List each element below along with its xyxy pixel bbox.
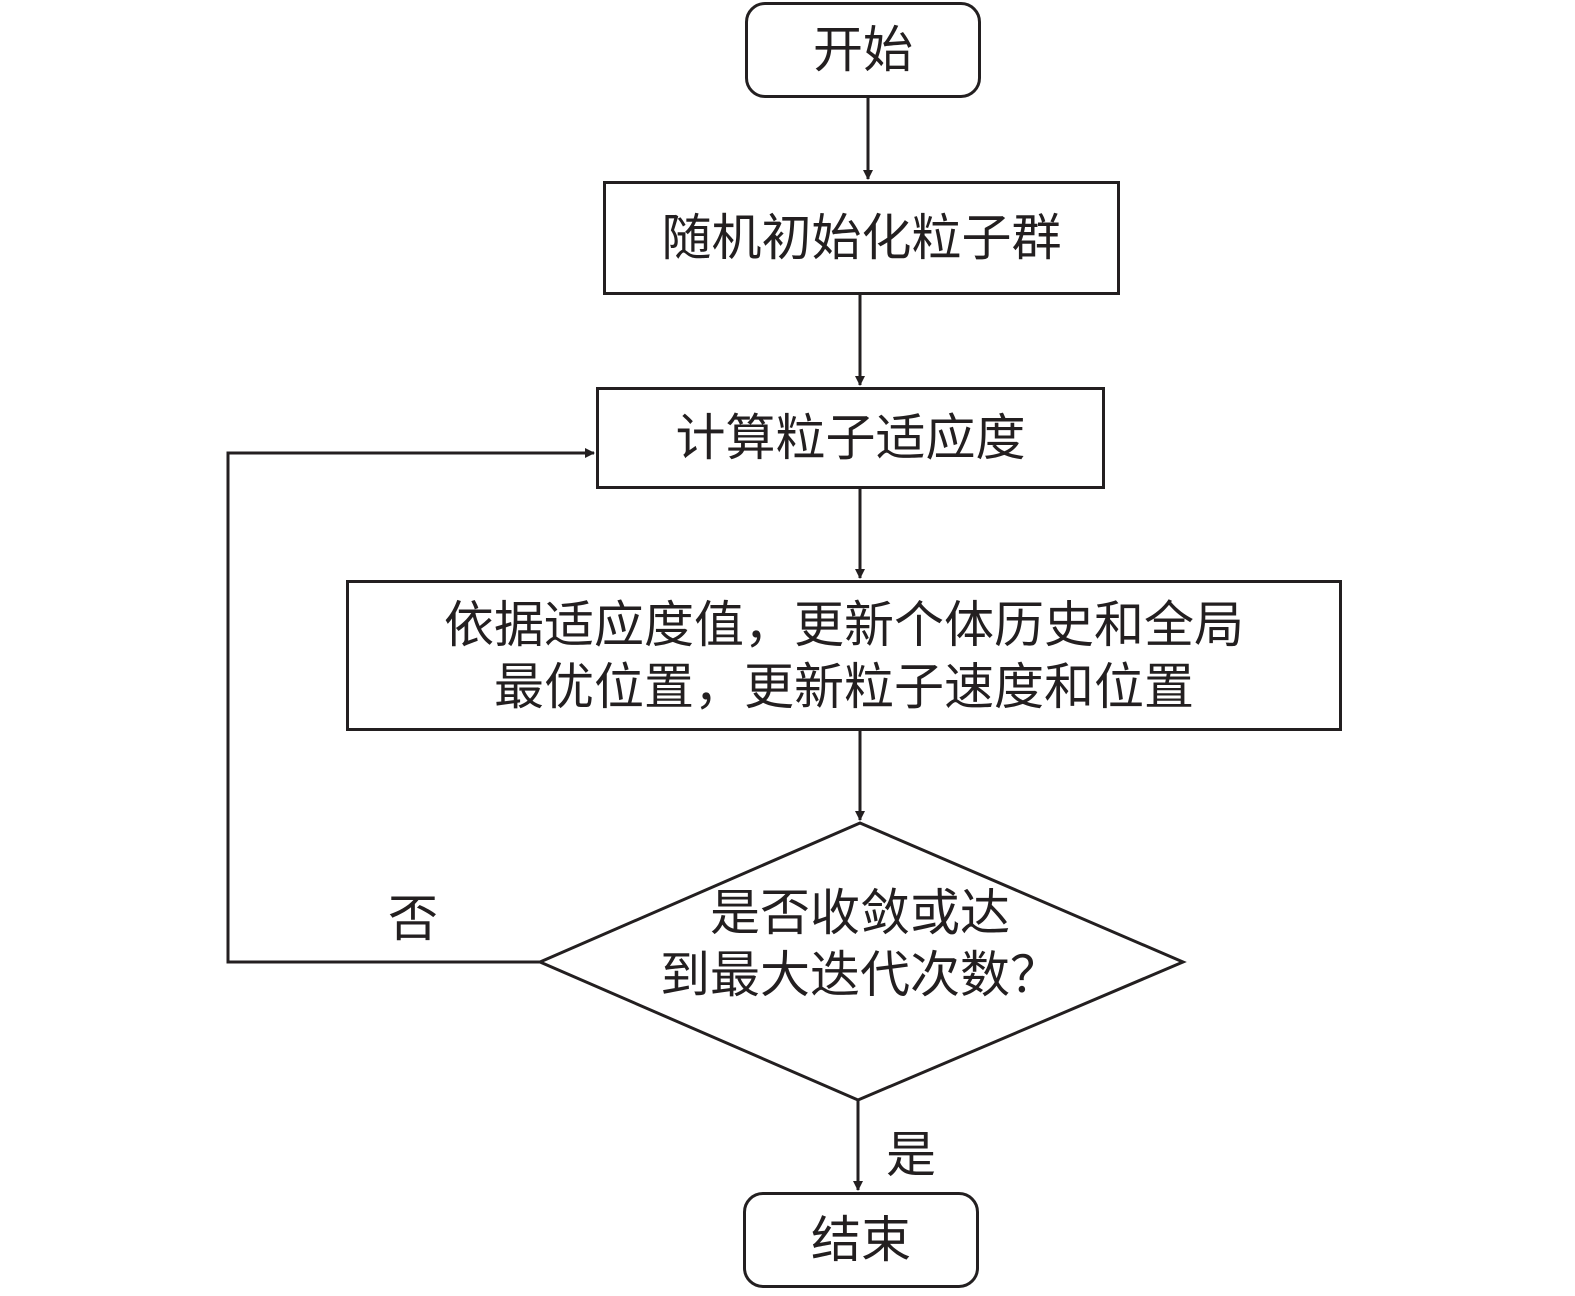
end-label: 结束 [811,1211,911,1269]
decision-label: 是否收敛或达 到最大迭代次数？ [600,882,1120,1006]
decision-label-line2: 到最大迭代次数？ [660,946,1060,1004]
init-swarm-label: 随机初始化粒子群 [661,209,1062,267]
fitness-node: 计算粒子适应度 [596,387,1105,489]
branch-yes-label: 是 [886,1126,936,1184]
decision-label-line1: 是否收敛或达 [710,884,1010,942]
start-label: 开始 [813,21,913,79]
end-node: 结束 [743,1192,979,1288]
init-swarm-node: 随机初始化粒子群 [603,181,1120,295]
update-node: 依据适应度值，更新个体历史和全局 最优位置，更新粒子速度和位置 [346,580,1342,731]
start-node: 开始 [745,2,981,98]
branch-no-label: 否 [388,890,438,948]
loop-back-no-branch [226,448,595,964]
fitness-label: 计算粒子适应度 [675,409,1026,467]
update-label-line2: 最优位置，更新粒子速度和位置 [494,657,1194,716]
update-label-line1: 依据适应度值，更新个体历史和全局 [444,595,1244,654]
